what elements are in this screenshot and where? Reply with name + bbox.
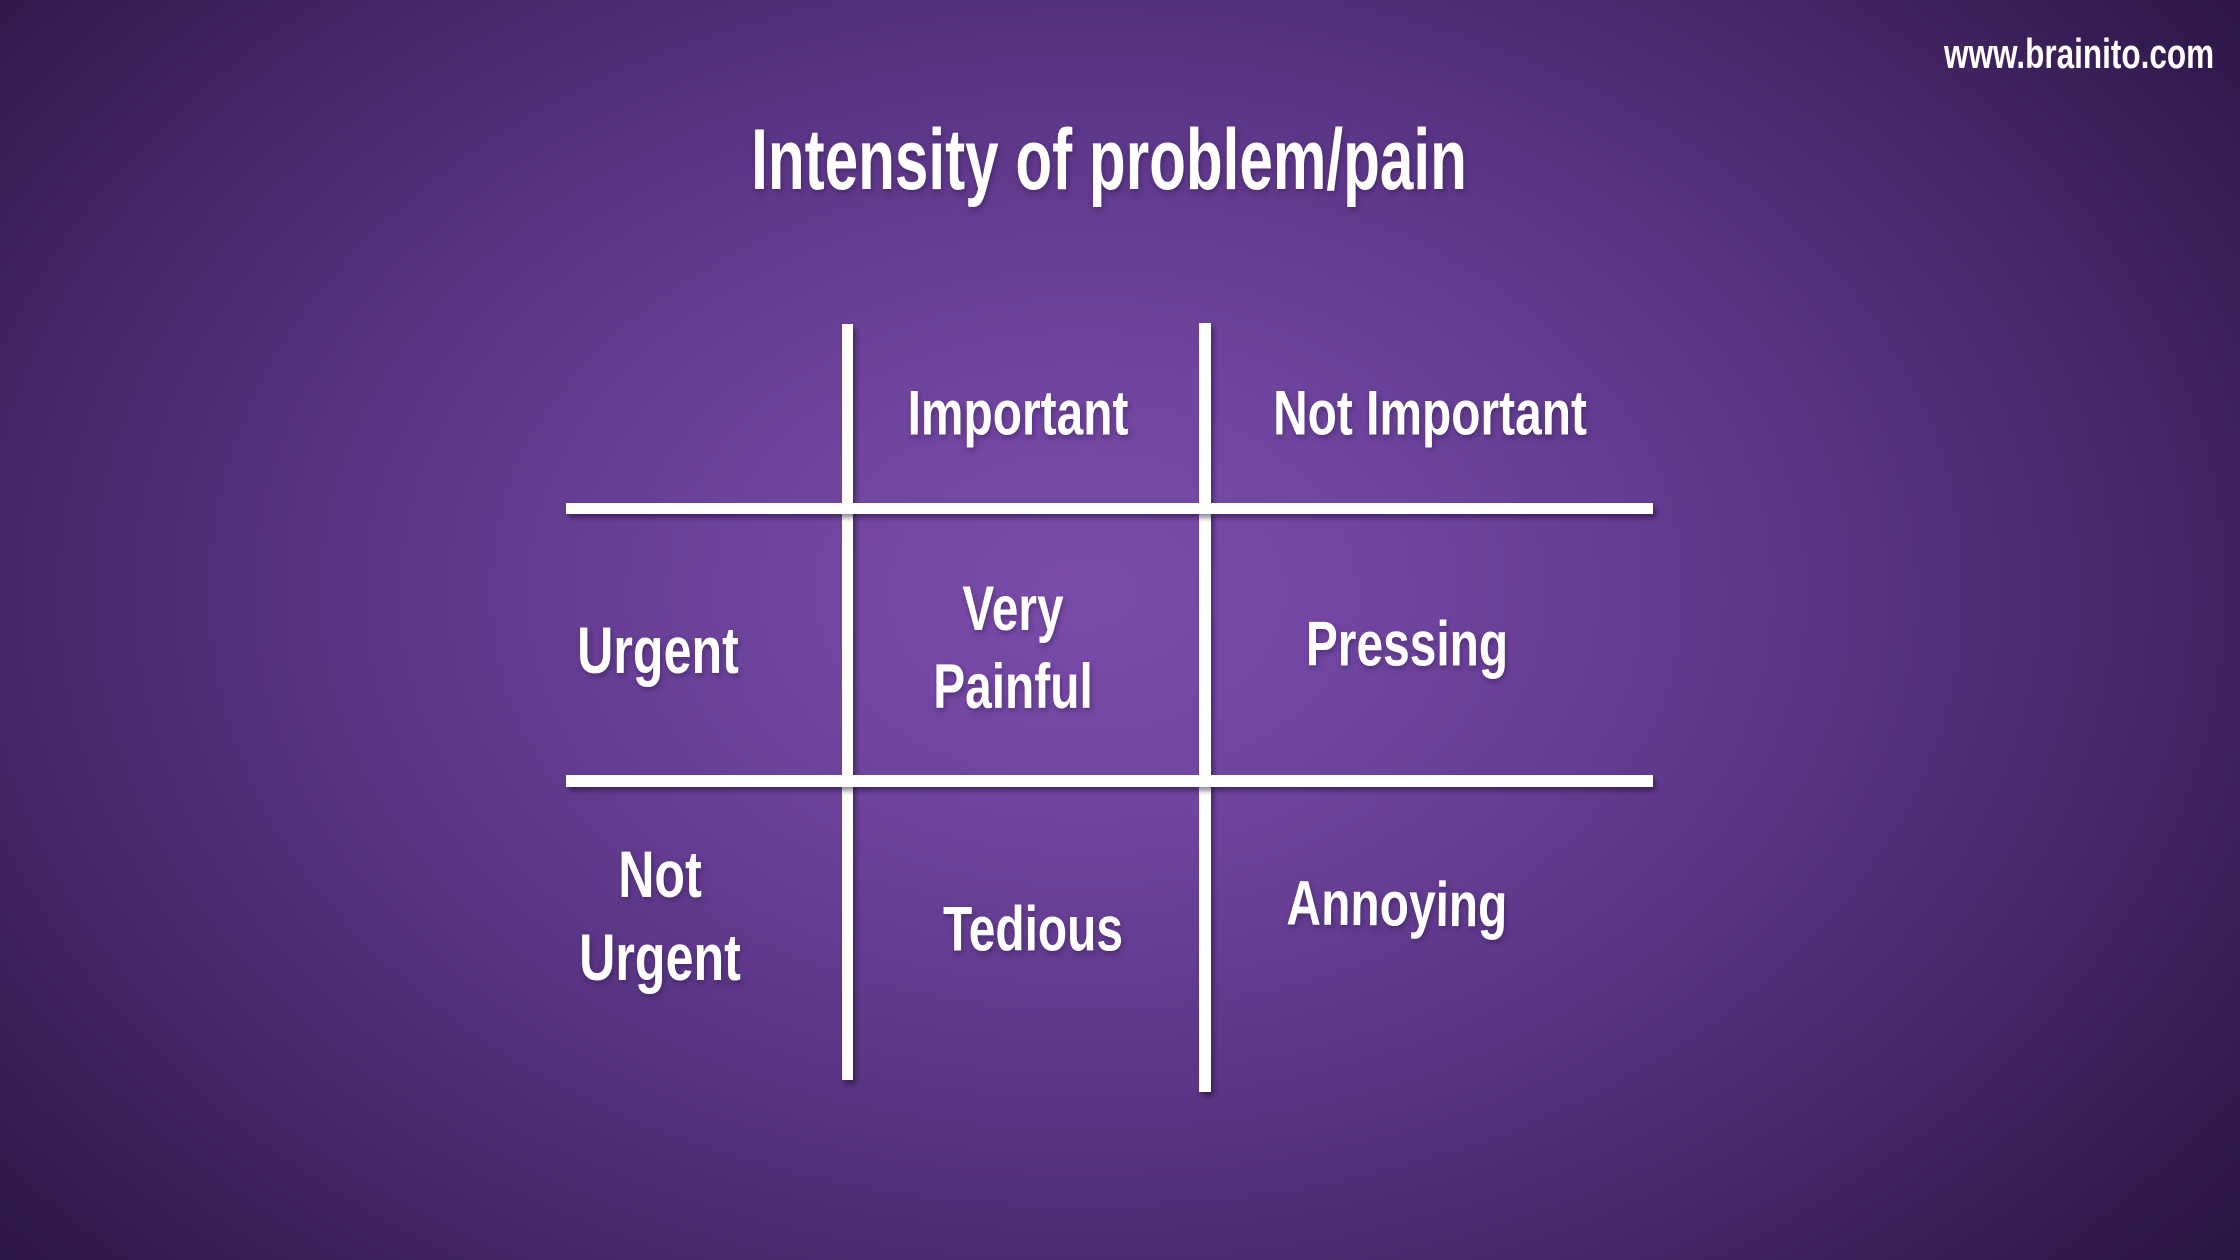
site-url: www.brainito.com xyxy=(1943,30,2214,77)
grid-vertical-line-2 xyxy=(1199,323,1211,1092)
grid-vertical-line-1 xyxy=(842,324,853,1080)
grid-horizontal-line-1 xyxy=(566,503,1653,514)
grid-horizontal-line-2 xyxy=(566,775,1653,787)
cell-very-painful-line-1: Very xyxy=(962,574,1064,644)
cell-tedious: Tedious xyxy=(942,894,1124,965)
column-header-important: Important xyxy=(907,378,1129,449)
cell-annoying: Annoying xyxy=(1286,868,1508,941)
cell-very-painful-line-2: Painful xyxy=(933,652,1093,722)
cell-pressing: Pressing xyxy=(1305,609,1509,680)
column-header-not-important: Not Important xyxy=(1273,378,1587,449)
row-header-not-urgent: Not Urgent xyxy=(579,833,741,999)
row-header-not-urgent-line-2: Urgent xyxy=(579,920,741,994)
row-header-urgent: Urgent xyxy=(577,613,739,687)
page-title: Intensity of problem/pain xyxy=(751,112,1467,208)
row-header-not-urgent-line-1: Not xyxy=(618,837,702,911)
cell-very-painful: Very Painful xyxy=(933,570,1093,726)
